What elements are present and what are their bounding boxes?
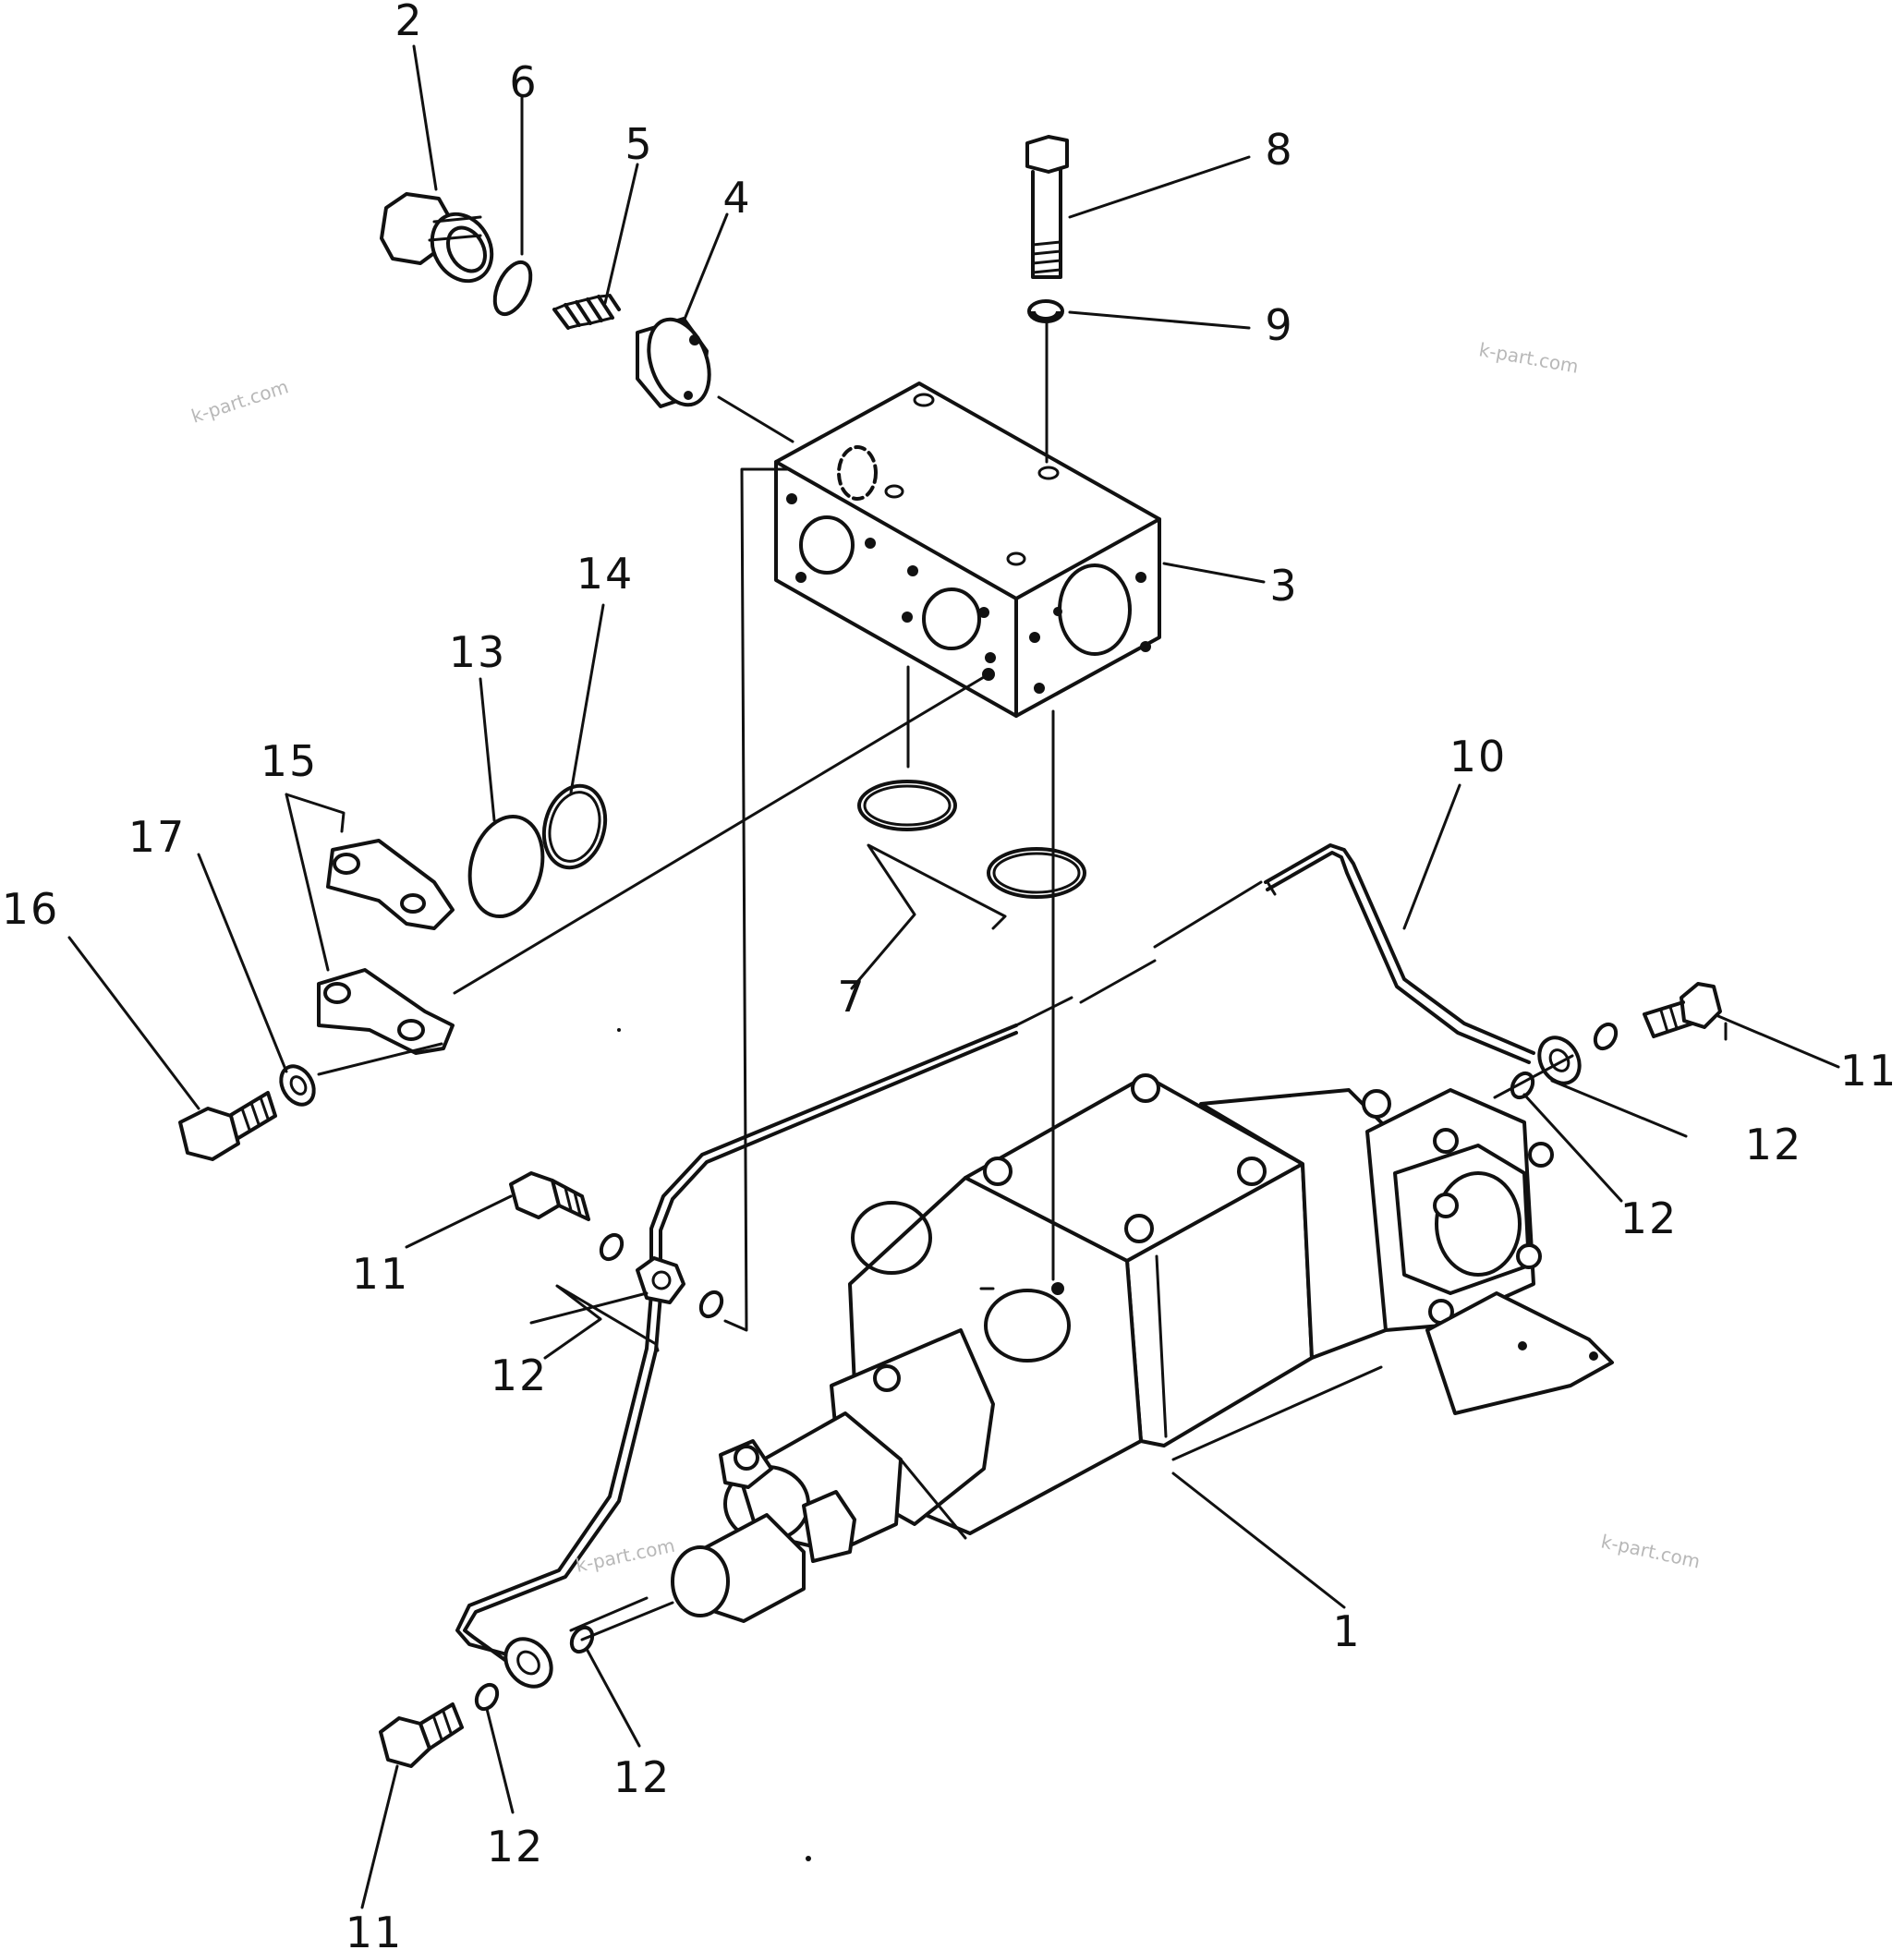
- part-6-o-ring: [492, 260, 533, 317]
- watermark-lower-right: k-part.com: [1599, 1530, 1703, 1572]
- part-5-spring: [552, 294, 621, 330]
- watermark-upper-left: k-part.com: [188, 375, 291, 427]
- part-11-bolt-right: [1643, 982, 1722, 1038]
- callout-12-left: 12: [491, 1350, 549, 1400]
- callout-11-right: 11: [1840, 1046, 1898, 1096]
- part-1-pump-assembly: [671, 1073, 1614, 1623]
- callout-15: 15: [261, 736, 319, 786]
- part-11-bolt-lower: [379, 1702, 464, 1768]
- callout-12-right-upper: 12: [1620, 1193, 1679, 1243]
- callout-2: 2: [394, 0, 423, 45]
- callout-12-right-lower: 12: [1745, 1120, 1803, 1169]
- part-14-o-ring: [541, 783, 608, 870]
- watermark-upper-right: k-part.com: [1477, 338, 1580, 378]
- callout-9: 9: [1265, 300, 1293, 350]
- leader-lines: [67, 44, 1840, 1909]
- callout-14: 14: [576, 549, 635, 599]
- callout-3: 3: [1269, 561, 1298, 611]
- callout-7: 7: [837, 972, 866, 1022]
- part-10-pipe: [1264, 843, 1582, 1085]
- callout-11-left: 11: [352, 1249, 410, 1299]
- part-4-spool: [636, 317, 711, 408]
- stray-dot: [806, 1856, 811, 1861]
- callout-1: 1: [1332, 1606, 1361, 1656]
- part-2-plug: [380, 192, 494, 284]
- part-9-washer: [1027, 299, 1064, 323]
- callout-4: 4: [722, 173, 751, 223]
- part-8-bolt: [1025, 135, 1069, 279]
- assembly-guide-lines: [317, 321, 1574, 1641]
- pipe-line-left: [455, 1023, 1018, 1689]
- callout-6: 6: [509, 57, 538, 107]
- callout-13: 13: [449, 627, 507, 677]
- part-11-bolt-upper-left: [509, 1171, 590, 1221]
- part-13-plate: [467, 814, 545, 919]
- callout-17: 17: [128, 812, 187, 862]
- callout-5: 5: [625, 119, 653, 169]
- callout-12-bottom-left: 12: [487, 1822, 545, 1871]
- part-12-o-rings: [474, 1022, 1619, 1712]
- callout-11-bottom: 11: [346, 1908, 404, 1950]
- part-7-o-rings: [857, 780, 1086, 899]
- part-3-valve-block: [774, 382, 1161, 718]
- callout-16: 16: [2, 884, 60, 934]
- part-16-bolt: [178, 1091, 277, 1161]
- stray-dot: [617, 1028, 621, 1032]
- part-17-washer: [279, 1064, 316, 1107]
- callout-8: 8: [1265, 125, 1293, 175]
- callout-10: 10: [1449, 732, 1508, 781]
- part-15-split-flange: [317, 839, 455, 1055]
- callout-12-bottom-right: 12: [613, 1752, 672, 1802]
